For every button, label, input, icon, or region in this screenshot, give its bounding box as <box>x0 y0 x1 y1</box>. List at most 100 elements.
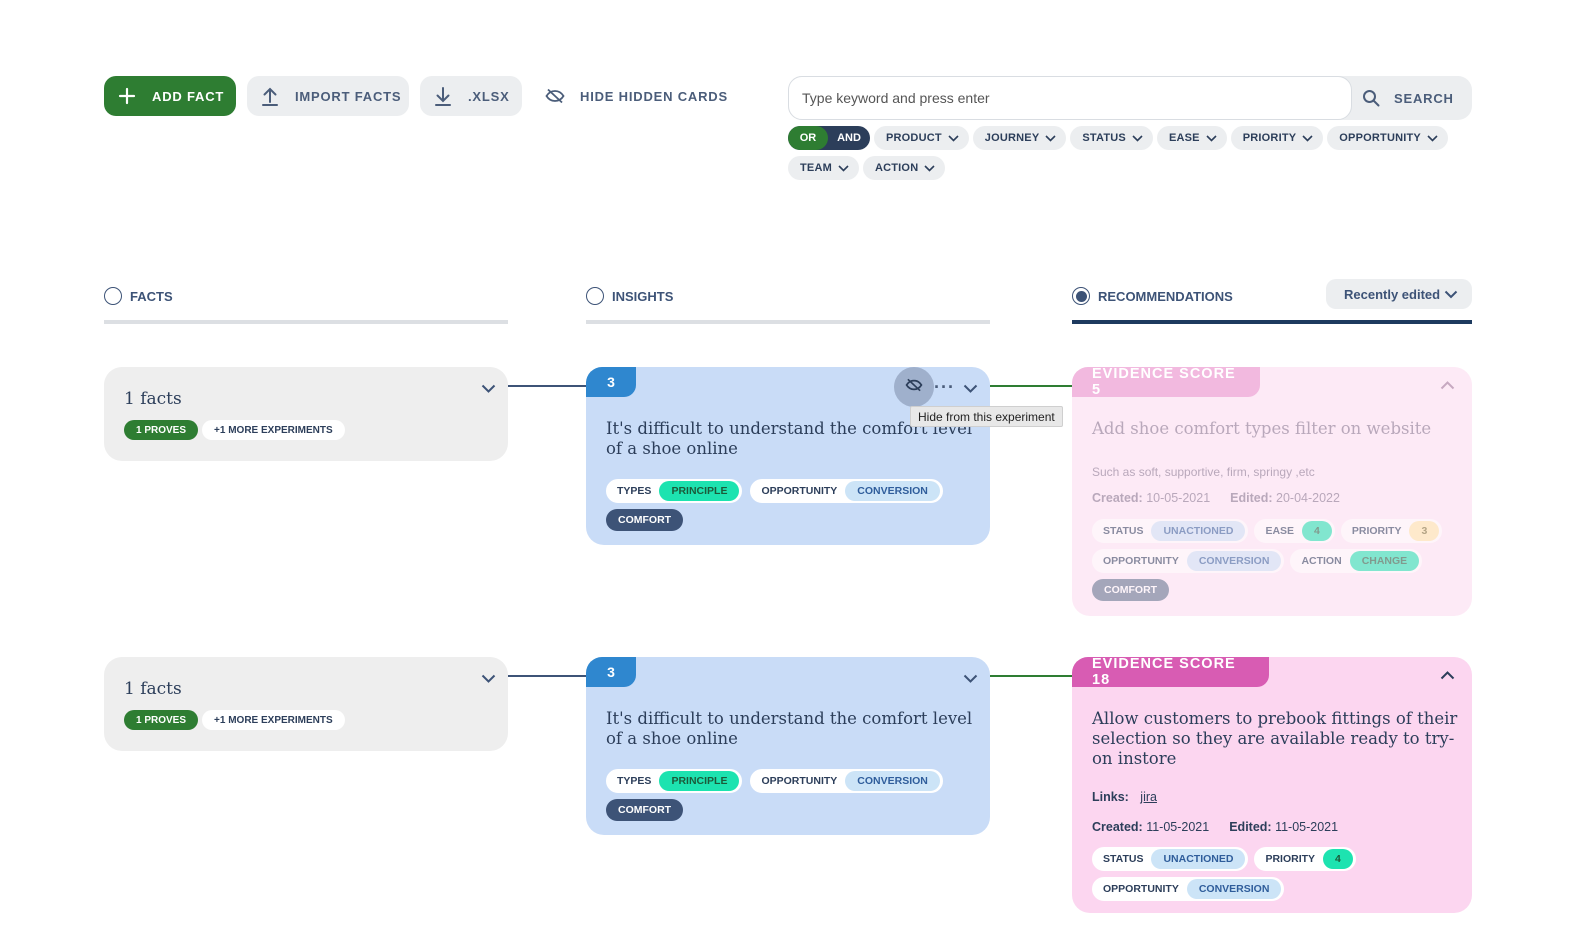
proves-badge[interactable]: 1 PROVES <box>124 420 199 440</box>
radio-recommendations[interactable] <box>1072 287 1090 305</box>
sort-select[interactable]: Recently edited <box>1326 279 1472 309</box>
tag-value: 3 <box>1409 521 1440 541</box>
filter-label: PRODUCT <box>886 132 942 144</box>
fact-card[interactable]: 1 facts 1 PROVES +1 MORE EXPERIMENTS <box>104 367 508 461</box>
column-facts[interactable]: FACTS <box>104 284 173 308</box>
tag-key: TYPES <box>617 485 652 497</box>
priority-tag[interactable]: PRIORITY 4 <box>1254 847 1356 871</box>
chevron-up-icon[interactable] <box>1440 381 1455 390</box>
insight-card[interactable]: 3 It's difficult to understand the comfo… <box>586 657 990 835</box>
connector-line <box>508 675 586 677</box>
search-button-label: SEARCH <box>1394 90 1454 106</box>
connector-line <box>508 385 586 387</box>
fact-card[interactable]: 1 facts 1 PROVES +1 MORE EXPERIMENTS <box>104 657 508 751</box>
chevron-down-icon[interactable] <box>481 674 496 683</box>
comfort-tag[interactable]: COMFORT <box>1092 579 1170 601</box>
insight-card[interactable]: 3 It's difficult to understand the comfo… <box>586 367 990 545</box>
facts-underline <box>104 320 508 324</box>
sort-label: Recently edited <box>1344 286 1441 302</box>
filter-opportunity[interactable]: OPPORTUNITY <box>1327 126 1448 150</box>
edited-date: Edited: 20-04-2022 <box>1230 491 1340 505</box>
chevron-up-icon[interactable] <box>1440 671 1455 680</box>
chevron-down-icon[interactable] <box>963 674 978 683</box>
filter-product[interactable]: PRODUCT <box>874 126 969 150</box>
recommendation-title: Add shoe comfort types filter on website <box>1092 419 1432 438</box>
column-insights[interactable]: INSIGHTS <box>586 284 673 308</box>
radio-facts[interactable] <box>104 287 122 305</box>
tag-value: UNACTIONED <box>1151 849 1246 869</box>
evidence-score-badge: EVIDENCE SCORE 5 <box>1072 366 1260 398</box>
tag-value: 4 <box>1323 849 1353 869</box>
recommendation-card[interactable]: EVIDENCE SCORE 5 Add shoe comfort types … <box>1072 366 1472 616</box>
export-xlsx-label: .XLSX <box>468 88 510 104</box>
comfort-tag[interactable]: COMFORT <box>606 799 684 821</box>
chevron-down-icon <box>838 164 849 172</box>
or-option[interactable]: OR <box>788 126 828 150</box>
fact-tags: 1 PROVES +1 MORE EXPERIMENTS <box>124 710 345 730</box>
tag-key: PRIORITY <box>1265 853 1316 865</box>
tag-key: ACTION <box>1301 555 1342 567</box>
add-fact-button[interactable]: ADD FACT <box>104 76 236 116</box>
radio-insights[interactable] <box>586 287 604 305</box>
filter-team[interactable]: TEAM <box>788 156 859 180</box>
comfort-tag[interactable]: COMFORT <box>606 509 684 531</box>
edited-value: 20-04-2022 <box>1276 491 1340 505</box>
filter-action[interactable]: ACTION <box>862 156 946 180</box>
search-input[interactable] <box>788 76 1352 120</box>
tag-key: OPPORTUNITY <box>761 485 838 497</box>
jira-link[interactable]: jira <box>1140 790 1157 804</box>
filter-label: TEAM <box>800 162 832 174</box>
more-experiments-badge[interactable]: +1 MORE EXPERIMENTS <box>202 420 345 440</box>
chevron-down-icon <box>948 134 959 142</box>
tag-key: STATUS <box>1103 525 1144 537</box>
types-tag[interactable]: TYPES PRINCIPLE <box>606 479 743 503</box>
search-button[interactable]: SEARCH <box>1362 76 1454 120</box>
tag-value: PRINCIPLE <box>659 481 740 501</box>
created-key: Created: <box>1092 491 1143 505</box>
connector-line <box>990 675 1072 677</box>
fact-title: 1 facts <box>124 679 182 699</box>
recommendation-card[interactable]: EVIDENCE SCORE 18 Allow customers to pre… <box>1072 656 1472 913</box>
filter-label: OPPORTUNITY <box>1339 132 1421 144</box>
import-facts-button[interactable]: IMPORT FACTS <box>247 76 409 116</box>
filter-label: JOURNEY <box>984 132 1040 144</box>
chevron-down-icon[interactable] <box>481 384 496 393</box>
filter-priority[interactable]: PRIORITY <box>1230 126 1324 150</box>
export-xlsx-button[interactable]: .XLSX <box>420 76 522 116</box>
more-experiments-badge[interactable]: +1 MORE EXPERIMENTS <box>202 710 345 730</box>
column-recommendations[interactable]: RECOMMENDATIONS <box>1072 284 1233 308</box>
chevron-down-icon[interactable] <box>963 384 978 393</box>
column-insights-label: INSIGHTS <box>612 288 674 304</box>
filter-label: PRIORITY <box>1242 132 1297 144</box>
tooltip: Hide from this experiment <box>910 406 1063 427</box>
chevron-down-icon <box>924 164 935 172</box>
filter-status[interactable]: STATUS <box>1070 126 1153 150</box>
hide-hidden-cards-button[interactable]: HIDE HIDDEN CARDS <box>540 76 730 116</box>
filter-bar: OR AND PRODUCT JOURNEY STATUS EASE PRIOR… <box>788 126 1478 180</box>
fact-title: 1 facts <box>124 389 182 409</box>
filter-label: EASE <box>1168 132 1200 144</box>
column-facts-label: FACTS <box>130 288 173 304</box>
more-options-icon[interactable]: ··· <box>934 377 955 397</box>
proves-badge[interactable]: 1 PROVES <box>124 710 199 730</box>
hide-card-button[interactable] <box>894 367 934 407</box>
filter-journey[interactable]: JOURNEY <box>972 126 1067 150</box>
chevron-down-icon <box>1444 287 1458 302</box>
tag-value: PRINCIPLE <box>659 771 740 791</box>
and-option[interactable]: AND <box>837 132 861 144</box>
filter-ease[interactable]: EASE <box>1156 126 1227 150</box>
edited-value: 11-05-2021 <box>1275 820 1339 834</box>
